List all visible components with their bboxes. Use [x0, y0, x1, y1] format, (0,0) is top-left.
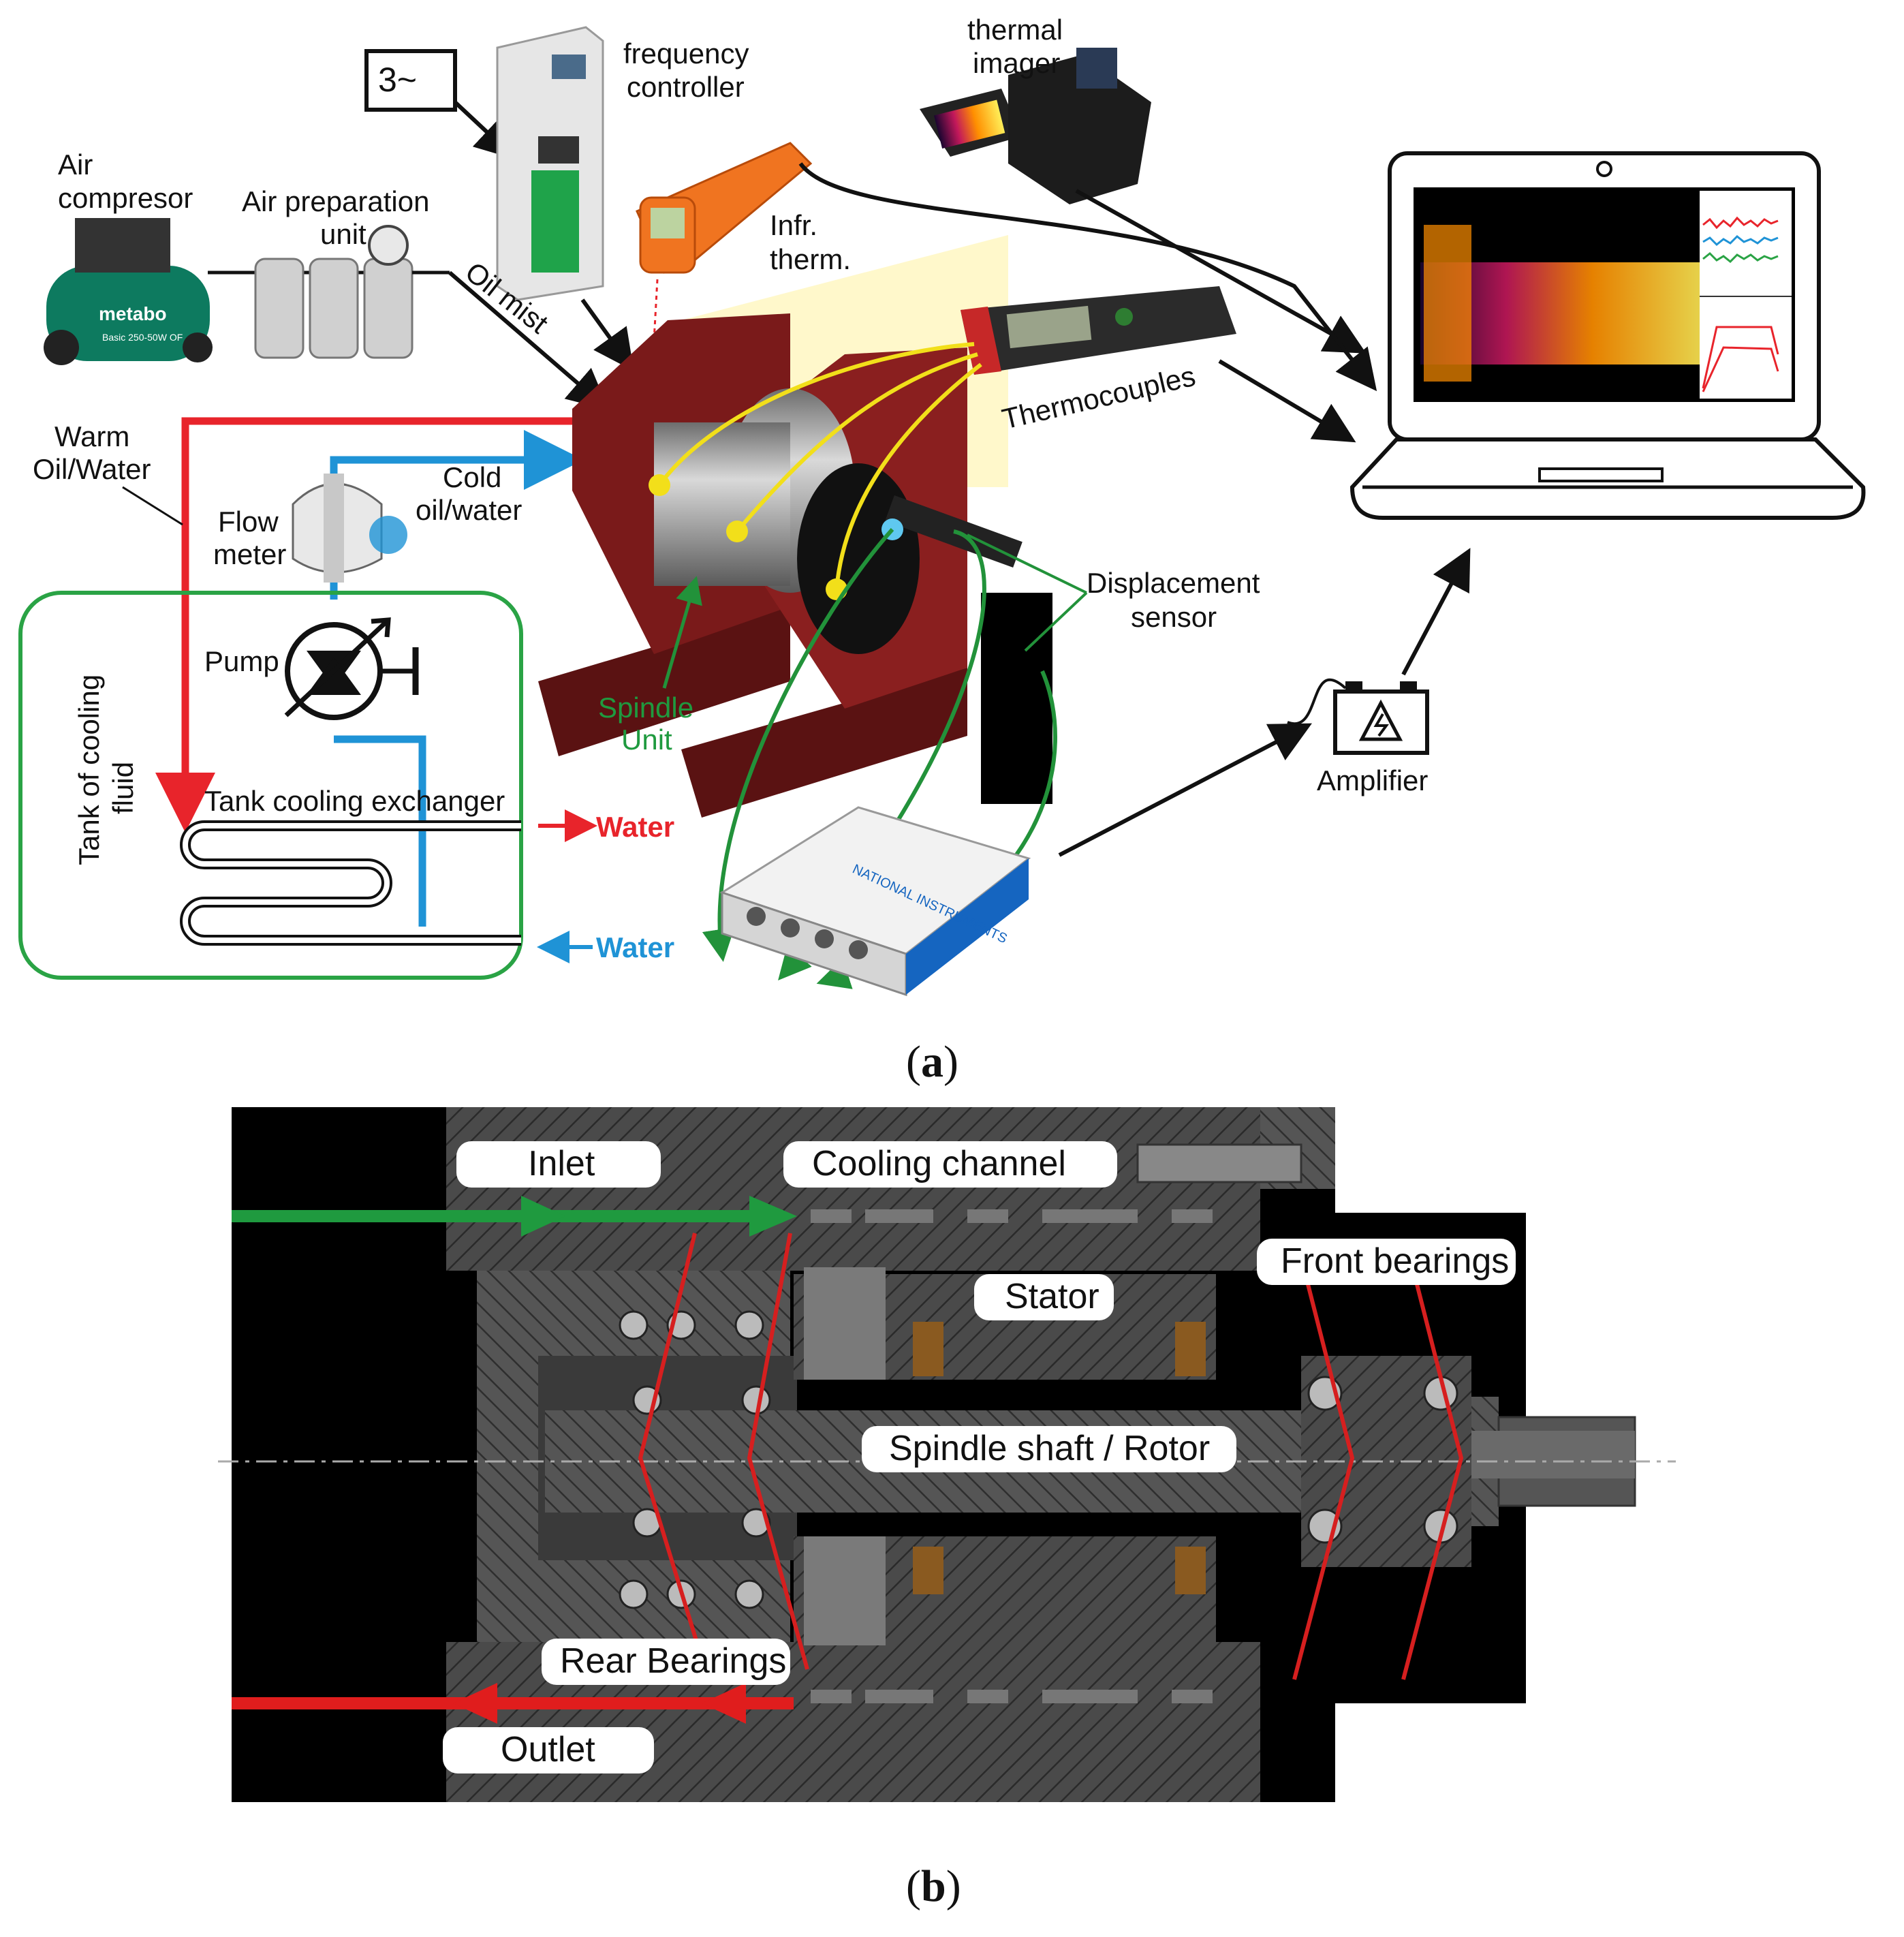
air-preparation-unit-device — [208, 225, 450, 359]
compressor-model-text: Basic 250-50W OF — [102, 332, 183, 343]
panel-b: Inlet Cooling channel Front bearings Sta… — [218, 1107, 1676, 1911]
spindle-unit-label-1: Spindle — [598, 692, 693, 724]
displacement-sensor-label-1: Displacement — [1087, 567, 1260, 599]
thermal-imager-label-1: thermal — [967, 14, 1063, 46]
cold-oil-label-2: oil/water — [416, 494, 522, 526]
cold-suction-line — [334, 735, 426, 927]
frequency-controller-label-2: controller — [627, 71, 745, 103]
pump-label: Pump — [204, 645, 279, 677]
outlet-label: Outlet — [501, 1730, 595, 1769]
inlet-pill — [456, 1141, 661, 1188]
warm-oil-label-1: Warm — [54, 420, 129, 452]
air-compressor-label-1: Air — [58, 149, 93, 181]
laptop-device — [1349, 151, 1866, 520]
winding-copper-2 — [1175, 1322, 1206, 1376]
cooling-channel-label: Cooling channel — [812, 1144, 1066, 1183]
water-out-label: Water — [596, 811, 674, 843]
flow-meter-label-1: Flow — [218, 506, 279, 538]
tank-exchanger-label: Tank cooling exchanger — [204, 785, 505, 817]
daq-device: NATIONAL INSTRUMENTS — [719, 806, 1031, 997]
infrared-thermometer-label-1: Infr. — [770, 209, 817, 241]
air-compressor-device: metabo Basic 250-50W OF — [44, 218, 213, 365]
outlet-pill — [443, 1727, 654, 1773]
end-winding-rear-top — [804, 1267, 886, 1380]
winding-copper-3 — [913, 1547, 943, 1594]
spindle-unit-device — [538, 313, 1052, 818]
frequency-controller-device — [496, 26, 604, 301]
flow-meter-device — [292, 474, 407, 583]
air-preparation-label-2: unit — [320, 218, 366, 250]
inlet-arrow — [232, 1196, 797, 1237]
stator-label: Stator — [1005, 1277, 1099, 1316]
warm-oil-label-2: Oil/Water — [33, 453, 151, 485]
pump-icon — [284, 617, 419, 720]
outlet-arrow — [232, 1683, 794, 1724]
winding-copper-4 — [1175, 1547, 1206, 1594]
end-winding-rear-bottom — [804, 1536, 886, 1645]
power-symbol-text: 3~ — [378, 61, 417, 99]
tank-label-1: Tank of cooling — [73, 675, 105, 865]
housing-top — [446, 1107, 1260, 1271]
water-in-label: Water — [596, 931, 674, 963]
thermocouple-wires — [649, 342, 982, 600]
tank-cooling-exchanger-coil — [180, 820, 521, 946]
amplifier-icon — [1287, 678, 1429, 755]
rear-bearings-pill — [542, 1639, 790, 1685]
spindle-shaft-pill — [862, 1426, 1236, 1472]
caption-b: (b) — [906, 1861, 961, 1911]
air-compressor-label-2: compresor — [58, 182, 193, 214]
front-screw — [1136, 1143, 1302, 1183]
spindle-unit-pointer — [662, 576, 702, 689]
warm-oil-leader — [122, 486, 183, 526]
spindle-shaft-label: Spindle shaft / Rotor — [889, 1429, 1210, 1468]
thermocouple-reader-device — [961, 286, 1236, 375]
displacement-sensor-label-2: sensor — [1131, 601, 1217, 633]
flow-meter-label-2: meter — [213, 538, 286, 570]
winding-copper-1 — [913, 1322, 943, 1376]
thermal-imager-device — [920, 48, 1151, 204]
amplifier-label: Amplifier — [1317, 764, 1428, 796]
thermocouples-label: Thermocouples — [999, 360, 1198, 435]
spindle-unit-label-2: Unit — [621, 724, 672, 756]
power-supply-icon: 3~ — [364, 49, 517, 160]
compressor-brand-text: metabo — [99, 303, 167, 324]
bearing-marker-lines — [638, 1233, 1464, 1680]
stator-pill — [974, 1274, 1114, 1320]
frequency-controller-label-1: frequency — [623, 37, 749, 69]
infrared-thermometer-device — [636, 142, 813, 341]
front-bearings-pill — [1257, 1239, 1516, 1285]
infrared-thermometer-label-2: therm. — [770, 243, 851, 275]
air-preparation-label-1: Air preparation — [242, 185, 429, 217]
cooling-channel-slots — [811, 1209, 1213, 1703]
front-bearings-label: Front bearings — [1281, 1241, 1509, 1281]
cooling-tank — [18, 591, 523, 980]
tank-label-2: fluid — [107, 762, 139, 814]
panel-a: 3~ frequency controller thermal imager — [18, 14, 1866, 1087]
warm-return-line — [155, 417, 599, 833]
caption-a: (a) — [906, 1037, 958, 1087]
cooling-channel-pill — [783, 1141, 1117, 1188]
thermal-imager-label-2: imager — [973, 47, 1060, 79]
inlet-label: Inlet — [528, 1144, 595, 1183]
rear-bearings-label: Rear Bearings — [560, 1641, 786, 1681]
cold-oil-label-1: Cold — [443, 461, 501, 493]
